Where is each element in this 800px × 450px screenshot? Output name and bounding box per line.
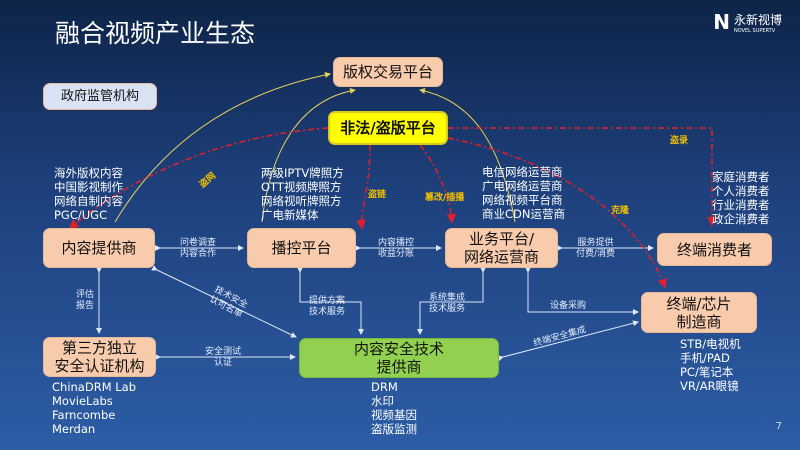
government-regulator: 政府监管机构 — [43, 83, 157, 110]
logo-icon: N — [713, 10, 730, 34]
page-number: 7 — [775, 421, 782, 432]
edge-label: 设备采购 — [550, 301, 587, 311]
piracy-label: 盗链 — [368, 190, 387, 200]
edge-label: 评估 报告 — [76, 290, 95, 311]
consumer-list: 家庭消费者 个人消费者 行业消费者 政企消费者 — [712, 170, 770, 226]
device-list: STB/电视机 手机/PAD PC/笔记本 VR/AR眼镜 — [680, 337, 741, 393]
device-chip-maker: 终端/芯片 制造商 — [641, 292, 757, 333]
piracy-label: 克隆 — [611, 206, 630, 216]
logo-cn: 永新视博 — [733, 12, 782, 27]
end-consumer: 终端消费者 — [657, 233, 772, 266]
edge-label: 安全测试 认证 — [205, 347, 242, 368]
content-provider: 内容提供商 — [43, 228, 155, 268]
broadcast-control-platform: 播控平台 — [247, 228, 356, 268]
piracy-label: 篡改/插播 — [425, 193, 465, 203]
edge-label: 内容播控 收益分账 — [378, 238, 415, 259]
network-operator: 业务平台/ 网络运营商 — [445, 228, 558, 268]
content-provider-list: 海外版权内容 中国影视制作 网络自制内容 PGC/UGC — [54, 166, 123, 222]
piracy-platform: 非法/盗版平台 — [328, 111, 448, 145]
third-party-certifier: 第三方独立 安全认证机构 — [43, 337, 156, 377]
security-list: DRM 水印 视频基因 盗版监测 — [371, 380, 417, 436]
logo-en: NOVEL SUPERTV — [733, 27, 776, 34]
broadcast-list: 两级IPTV牌照方 OTT视频牌照方 网络视听牌照方 广电新媒体 — [261, 166, 344, 222]
page-title: 融合视频产业生态 — [55, 19, 256, 48]
operator-list: 电信网络运营商 广电网络运营商 网络视频平台商 商业CDN运营商 — [482, 165, 565, 221]
edge-label: 服务提供 付费/消费 — [576, 238, 616, 259]
piracy-label: 盗录 — [670, 136, 689, 146]
copyright-trading-platform: 版权交易平台 — [333, 57, 443, 87]
edge-label: 问卷调查 内容合作 — [180, 238, 217, 259]
edge-label: 提供方案 技术服务 — [309, 296, 346, 317]
edge-label: 系统集成 技术服务 — [429, 293, 466, 314]
content-security-provider: 内容安全技术 提供商 — [299, 338, 499, 378]
third-party-list: ChinaDRM Lab MovieLabs Farncombe Merdan — [52, 380, 137, 436]
